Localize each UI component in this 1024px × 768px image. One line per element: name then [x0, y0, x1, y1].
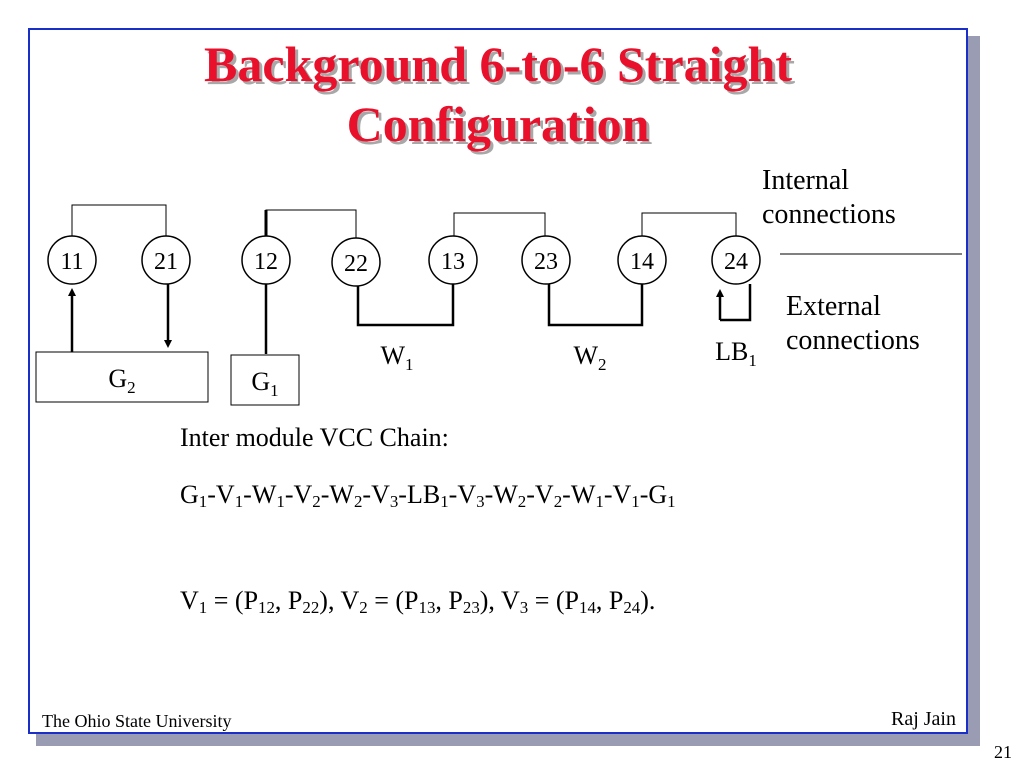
- port-sub: 12: [258, 598, 275, 618]
- node-label-21: 21: [154, 249, 178, 275]
- node-label-12: 12: [254, 249, 278, 275]
- vcc-definition: V1 = (P12, P22),: [180, 586, 341, 618]
- chain-term-sub: 3: [389, 492, 399, 512]
- chain-term: W: [251, 480, 277, 509]
- chain-term: V: [371, 480, 390, 509]
- node-14: 14: [617, 235, 667, 285]
- node-label-13: 13: [441, 249, 465, 275]
- external-label-line-2: connections: [786, 325, 920, 356]
- chain-heading: Inter module VCC Chain:: [180, 423, 449, 452]
- port-sub: 23: [462, 598, 480, 618]
- internal-link-14-24: [641, 212, 737, 236]
- port-sub: 24: [623, 598, 641, 618]
- vcc-sub: 2: [359, 598, 368, 618]
- chain-term-sub: 1: [440, 492, 449, 512]
- vcc-name: V: [500, 586, 520, 615]
- vcc-definitions: V1 = (P12, P22), V2 = (P13, P23), V3 = (…: [180, 586, 655, 623]
- node-22: 22: [331, 237, 381, 287]
- internal-connections-label: Internal connections: [762, 164, 896, 232]
- node-label-22: 22: [344, 251, 368, 277]
- footer-author: Raj Jain: [891, 708, 956, 730]
- chain-term-sub: 2: [353, 492, 363, 512]
- vcc-name: V: [180, 586, 199, 615]
- chain-term: W: [570, 480, 596, 509]
- node-11: 11: [47, 235, 97, 285]
- chain-term-sub: 1: [595, 492, 604, 512]
- node-21: 21: [141, 235, 191, 285]
- vcc-name: V: [340, 586, 360, 615]
- chain-term: V: [534, 480, 554, 509]
- node-24: 24: [711, 235, 761, 285]
- internal-link-12-22: [265, 209, 357, 238]
- port-name: P: [404, 586, 419, 615]
- node-23: 23: [521, 235, 571, 285]
- g1-label: G1: [251, 367, 278, 400]
- chain-term-sub: 1: [667, 492, 676, 512]
- title-line-2: Configuration: [346, 96, 650, 152]
- chain-term-sub: 1: [276, 492, 285, 512]
- vcc-definition: V3 = (P14, P24).: [500, 586, 656, 618]
- vcc-definition: V2 = (P13, P23),: [340, 586, 501, 618]
- nodes: 11 21 12 22 13 23 14 24: [47, 235, 761, 287]
- port-name: P: [448, 586, 463, 615]
- generator-g1: G1: [230, 354, 300, 406]
- chain-term: V: [612, 480, 632, 509]
- external-label-line-1: External: [786, 291, 881, 322]
- port-sub: 22: [302, 598, 320, 618]
- node-label-14: 14: [630, 249, 654, 275]
- port-name: P: [608, 586, 624, 615]
- generator-g2: G2: [35, 351, 209, 403]
- internal-connections: [71, 204, 737, 238]
- port-sub: 14: [579, 598, 596, 618]
- port-name: P: [564, 586, 579, 615]
- chain-sequence: G1-V1-W1-V2-W2-V3-LB1-V3-W2-V2-W1-V1-G1: [180, 480, 676, 512]
- w2-label: W2: [573, 341, 606, 374]
- w1-link: [356, 284, 455, 327]
- port-name: P: [243, 586, 259, 615]
- chain-term-sub: 1: [198, 492, 208, 512]
- chain-term-sub: 2: [553, 492, 563, 512]
- external-connections-label: External connections: [786, 290, 920, 358]
- vcc-sub: 1: [198, 598, 208, 618]
- node-label-23: 23: [534, 249, 558, 275]
- chain-term: W: [493, 480, 518, 509]
- chain-term-sub: 3: [476, 492, 485, 512]
- chain-term: V: [293, 480, 313, 509]
- port-sub: 13: [418, 598, 436, 618]
- chain-term-sub: 2: [517, 492, 527, 512]
- g2-label: G2: [108, 364, 135, 397]
- vcc-sub: 3: [519, 598, 529, 618]
- chain-term: G: [180, 480, 199, 509]
- chain-term: V: [215, 480, 235, 509]
- external-connections: [68, 284, 752, 354]
- w1-label: W1: [380, 341, 413, 374]
- chain-term-sub: 2: [312, 492, 321, 512]
- chain-term-sub: 1: [234, 492, 244, 512]
- page-number: 21: [994, 742, 1012, 762]
- node-12: 12: [241, 235, 291, 285]
- internal-link-11-21: [71, 204, 167, 236]
- slide-title: Background 6-to-6 Straight Configuration: [28, 34, 968, 154]
- chain-term: V: [457, 480, 477, 509]
- lb1-link: [720, 284, 752, 322]
- w2-link: [547, 284, 644, 327]
- node-13: 13: [428, 235, 478, 285]
- title-line-1: Background 6-to-6 Straight: [203, 36, 792, 92]
- footer-institution: The Ohio State University: [42, 711, 232, 731]
- chain-term: W: [329, 480, 354, 509]
- chain-term: G: [648, 480, 668, 509]
- lb1-label: LB1: [715, 337, 757, 370]
- node-label-11: 11: [60, 249, 83, 275]
- chain-term: LB: [406, 480, 441, 509]
- port-name: P: [287, 586, 303, 615]
- internal-label-line-2: connections: [762, 199, 896, 230]
- internal-link-13-23: [453, 212, 546, 236]
- internal-label-line-1: Internal: [762, 165, 850, 196]
- chain-term-sub: 1: [631, 492, 640, 512]
- node-label-24: 24: [724, 249, 748, 275]
